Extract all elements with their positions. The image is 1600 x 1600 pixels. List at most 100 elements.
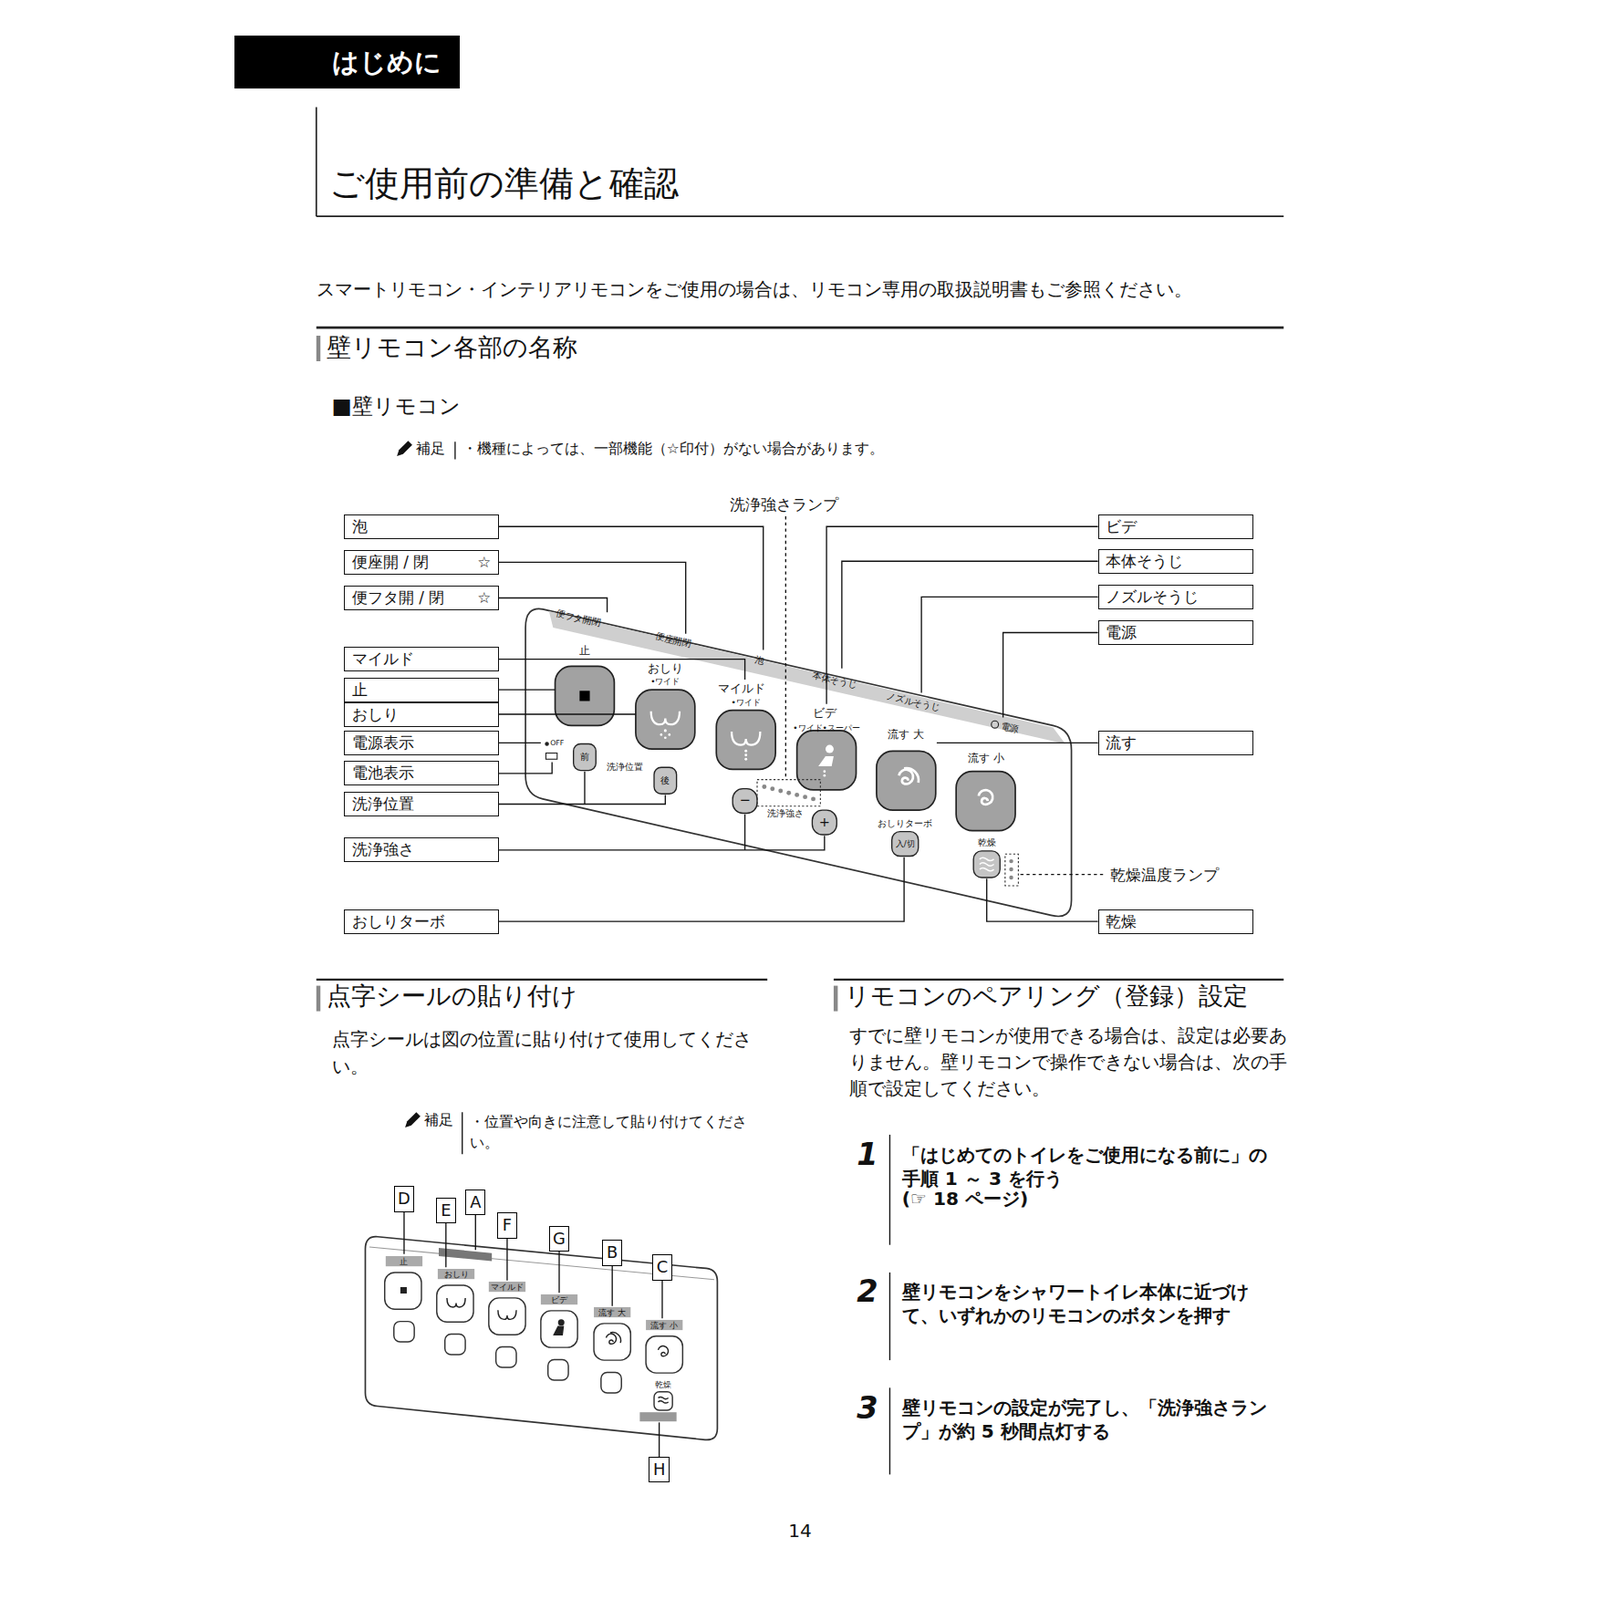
callout-box: D [394,1185,415,1212]
text-label: 流す 小 [650,1319,678,1330]
text-label: 便座開閉 [654,631,693,651]
node-text: C [656,1257,668,1278]
part-label-box: マイルド [343,646,499,672]
part-label-box: おしりターボ [343,909,499,935]
node-text: B [606,1242,618,1263]
node-text: 電池表示 [352,763,415,783]
text-label: 止 [579,643,591,657]
text-label: 14 [788,1519,812,1542]
text-label: 流す 大 [887,727,925,742]
node-text: D [397,1188,411,1209]
node-text: 洗浄強さ [352,840,415,860]
text-label: 洗浄強さランプ [729,495,839,514]
node-text: H [653,1459,665,1480]
text-label: 流す 小 [967,751,1005,766]
text-label: 便フタ開閉 [555,607,603,629]
node-text: 洗浄位置 [352,794,415,814]
node-text: 本体そうじ [1105,551,1184,572]
node-text: ノズルそうじ [1105,587,1199,607]
text-label: •ワイド [731,696,761,707]
text-label: 「はじめてのトイレをご使用になる前に」の手順 1 ～ 3 を行う [902,1142,1282,1191]
node-text: 乾燥 [1105,912,1137,932]
text-label: おしり [444,1268,469,1279]
text-label: ノズルそうじ [885,690,942,714]
text-label: 後 [660,775,670,787]
node-text: G [552,1228,566,1249]
text-label: 泡 [754,654,766,667]
part-label-box: おしり [343,702,499,728]
node-text: 電源表示 [352,733,415,753]
callout-box: F [497,1212,518,1238]
part-label-box: 流す [1098,730,1254,756]
text-label: 1 [856,1136,878,1174]
node-text: 泡 [352,517,368,537]
text-label: 前 [580,751,590,763]
callout-box: B [602,1239,623,1266]
part-label-box: 便座開 / 閉☆ [343,550,499,575]
text-label: マイルド [490,1281,524,1292]
part-label-box: 洗浄位置 [343,791,499,817]
text-label: 壁リモコン各部の名称 [326,332,578,363]
node-text: A [469,1192,481,1213]
part-label-box: 止 [343,677,499,703]
text-label: 点字シールの貼り付け [326,981,578,1011]
text-label: 電源 [999,719,1020,735]
text-label: − [739,792,751,809]
node-text: 止 [352,680,368,700]
text-label: 乾燥温度ランプ [1110,865,1219,884]
node-text: ☆ [477,588,491,608]
part-label-box: 洗浄強さ [343,837,499,863]
text-label: (☞ 18 ページ) [902,1187,1029,1210]
text-label: マイルド [717,681,766,697]
text-label: ・位置や向きに注意して貼り付けてください。 [469,1111,756,1154]
text-label: 洗浄位置 [606,761,644,773]
text-label: OFF [550,739,564,749]
node-text: ☆ [477,552,491,572]
text-label: 壁リモコンの設定が完了し、「洗浄強さランプ」が約 5 秒間点灯する [902,1395,1282,1444]
node-text: 電源 [1105,623,1137,643]
text-label: + [819,814,831,831]
chapter-tab: はじめに [234,35,460,89]
text-label: おしりターボ [877,818,933,830]
text-label: ・機種によっては、一部機能（☆印付）がない場合があります。 [462,440,884,458]
node-text: ビデ [1105,517,1137,537]
part-label-box: ノズルそうじ [1098,584,1254,610]
text-label: 乾燥 [654,1380,672,1391]
text-label: 補足 [415,440,446,458]
text-label: 点字シールは図の位置に貼り付けて使用してください。 [332,1026,773,1080]
text-label: 本体そうじ [810,670,858,692]
node-text: 流す [1105,733,1137,753]
text-label: ビデ [550,1294,568,1305]
part-label-box: 泡 [343,514,499,540]
node-text: E [440,1200,451,1221]
text-label: 入/切 [895,839,915,850]
callout-box: G [549,1225,570,1252]
text-label: 補足 [424,1111,454,1130]
part-label-box: 本体そうじ [1098,549,1254,574]
text-label: 流す 大 [598,1307,626,1318]
callout-box: C [652,1254,673,1280]
node-text: マイルド [352,649,415,669]
text-label: •ワイド [650,676,680,687]
part-label-box: 電源 [1098,620,1254,645]
part-label-box: ビデ [1098,514,1254,540]
text-label: おしり [647,661,684,676]
part-label-box: 電池表示 [343,760,499,786]
text-label: リモコンのペアリング（登録）設定 [844,981,1248,1011]
callout-box: H [648,1456,669,1483]
text-label: 洗浄強さ [767,808,804,820]
text-label: 乾燥 [977,837,997,849]
text-label: 止 [399,1256,408,1267]
part-label-box: 乾燥 [1098,909,1254,935]
text-label: •ワイド•スーパー [792,722,861,733]
text-label: すでに壁リモコンが使用できる場合は、設定は必要ありません。壁リモコンで操作できな… [849,1022,1290,1103]
node-text: 便フタ開 / 閉 [352,588,445,608]
text-label: スマートリモコン・インテリアリモコンをご使用の場合は、リモコン専用の取扱説明書も… [316,276,1297,303]
node-text: おしりターボ [352,912,446,932]
text-label: 壁リモコンをシャワートイレ本体に近づけて、いずれかのリモコンのボタンを押す [902,1279,1272,1328]
callout-box: A [465,1189,486,1216]
page-title: ご使用前の準備と確認 [329,163,679,206]
node-text: おしり [352,705,399,725]
